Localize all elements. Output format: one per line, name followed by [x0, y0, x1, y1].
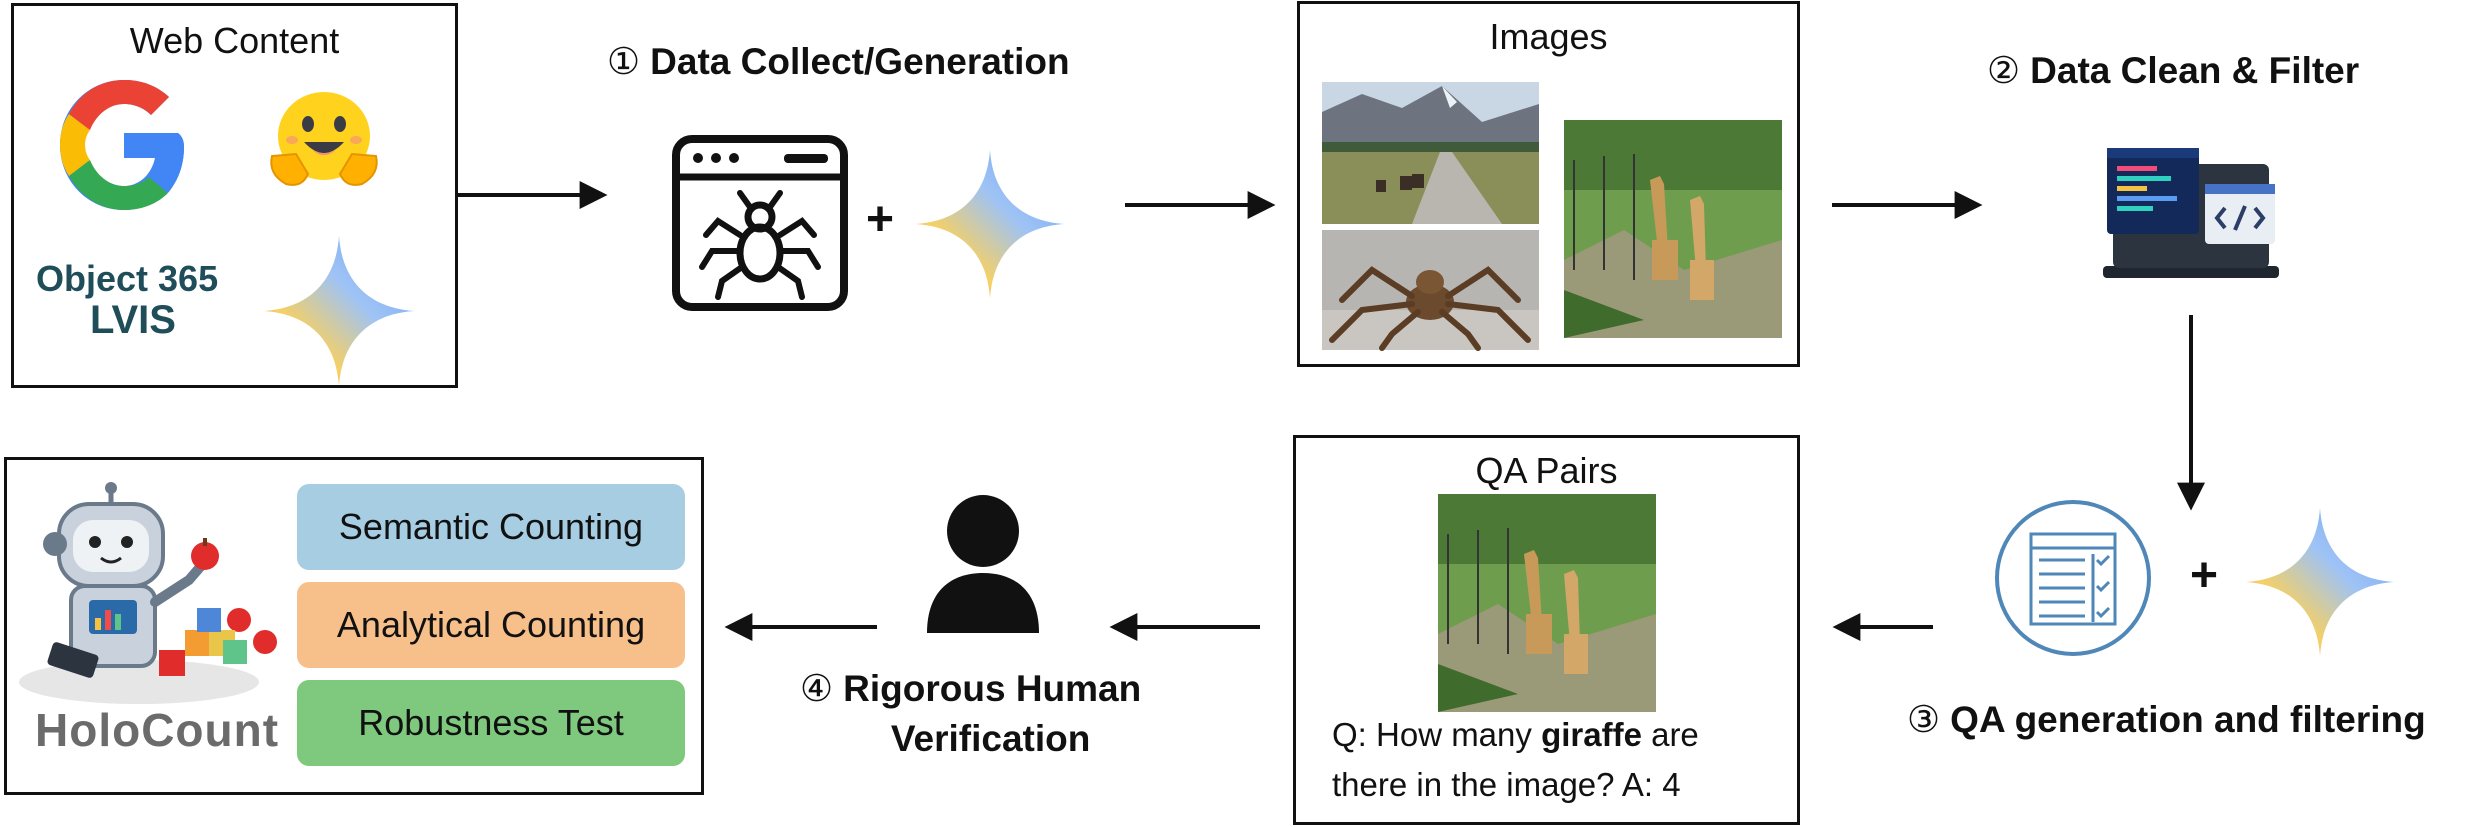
giraffe-image [1564, 120, 1782, 338]
holocount-logo: HoloCount [35, 703, 279, 757]
step2-text: Data Clean & Filter [2030, 50, 2359, 91]
gemini-star-icon [2246, 508, 2394, 656]
pill-analytical-counting: Analytical Counting [297, 582, 685, 668]
plus-sign-3: + [2190, 548, 2218, 603]
web-crawler-spider-icon [672, 135, 848, 311]
mountain-road-image [1322, 82, 1539, 224]
qa-example-text: Q: How many giraffe are there in the ima… [1332, 710, 1762, 810]
step1-text: Data Collect/Generation [650, 41, 1069, 82]
pill-robustness-test: Robustness Test [297, 680, 685, 766]
step4-text-line1: Rigorous Human [843, 668, 1141, 709]
qa-pairs-title: QA Pairs [1296, 450, 1797, 492]
spider-image [1322, 230, 1539, 350]
qa-table-icon [1993, 498, 2153, 658]
giraffe-image [1438, 494, 1656, 712]
images-box: Images [1297, 1, 1800, 367]
holocount-box: HoloCount Semantic Counting Analytical C… [4, 457, 704, 795]
step1-number: ① [607, 40, 640, 83]
robot-counting-icon [19, 482, 291, 702]
images-title: Images [1300, 16, 1797, 58]
step4-text-line2: Verification [800, 714, 1141, 764]
qa-pairs-box: QA Pairs Q: How many giraffe are there i… [1293, 435, 1800, 825]
gemini-star-icon [916, 150, 1064, 298]
person-icon [925, 493, 1041, 633]
step4-number: ④ [800, 667, 833, 710]
qa-question-object: giraffe [1541, 716, 1642, 753]
plus-sign-1: + [866, 192, 894, 247]
step2-number: ② [1987, 49, 2020, 92]
step3-text: QA generation and filtering [1950, 699, 2426, 740]
step3-number: ③ [1907, 698, 1940, 741]
code-laptop-icon [2103, 142, 2279, 278]
pill-semantic-counting: Semantic Counting [297, 484, 685, 570]
qa-question-prefix: Q: How many [1332, 716, 1541, 753]
